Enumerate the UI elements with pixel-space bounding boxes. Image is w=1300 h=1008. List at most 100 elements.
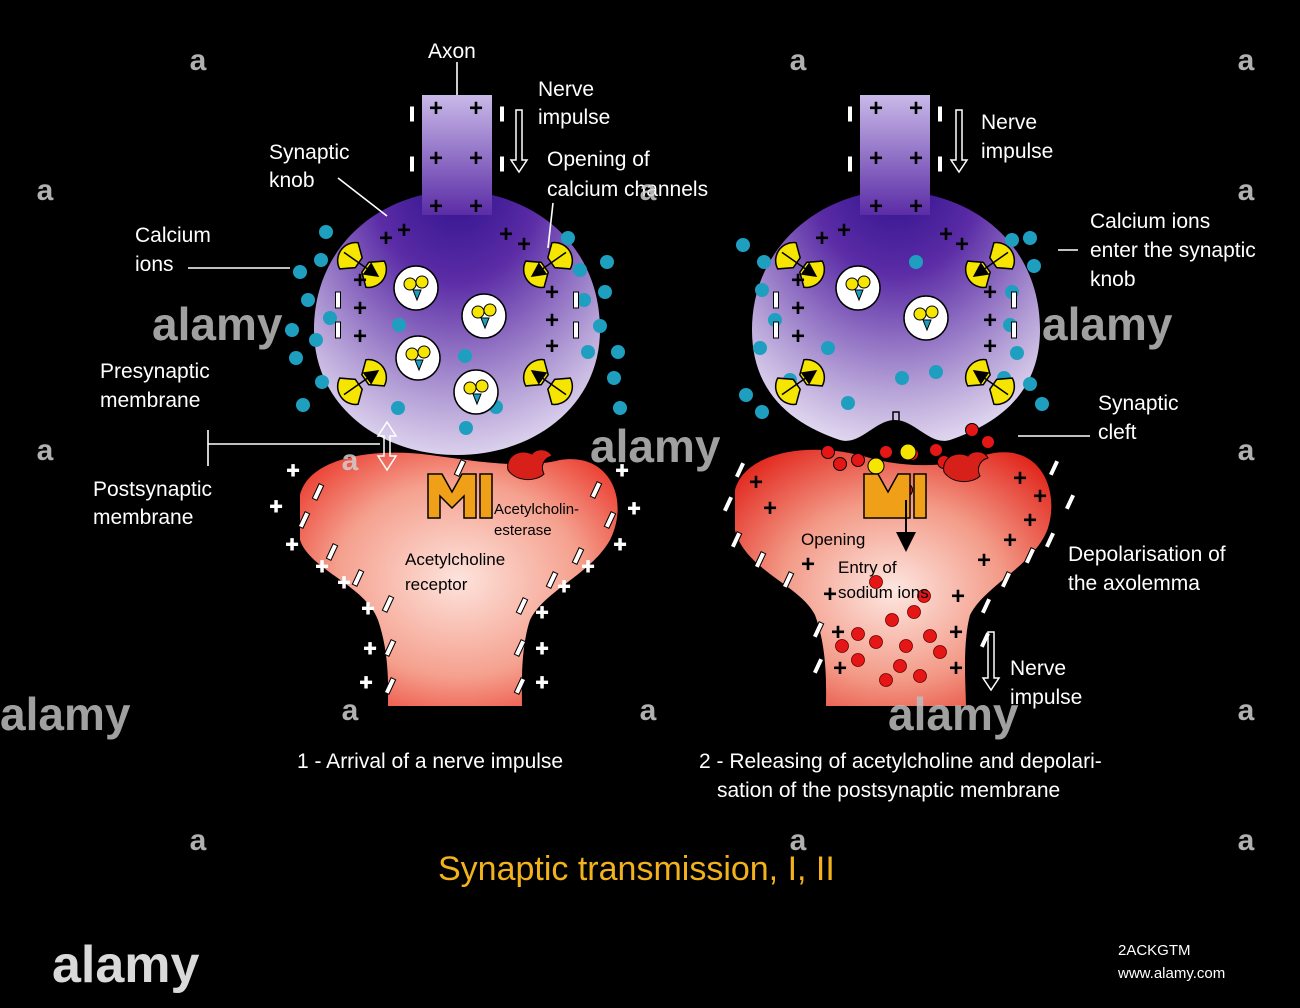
positive-charge: +	[955, 231, 969, 258]
negative-charge	[499, 105, 505, 123]
positive-charge: +	[545, 333, 559, 360]
watermark-a-mark: a	[1238, 44, 1255, 77]
positive-charge: +	[353, 295, 367, 322]
label-synaptic-cleft-b: cleft	[1098, 421, 1137, 444]
outer-positive-charge: +	[614, 532, 627, 557]
inner-positive-charge: +	[1003, 527, 1017, 554]
acetylcholine-molecule	[415, 275, 429, 289]
calcium-ion	[929, 365, 943, 379]
watermark-logo-main: alamy	[52, 936, 200, 994]
inner-positive-charge: +	[977, 547, 991, 574]
outer-negative-charge	[1023, 547, 1037, 565]
calcium-ion	[314, 253, 328, 267]
inner-negative-charge	[515, 597, 529, 615]
label-calcium-enter-c: knob	[1090, 268, 1136, 291]
outer-positive-charge: +	[362, 596, 375, 621]
negative-charge	[335, 321, 341, 339]
outer-negative-charge	[978, 631, 992, 649]
calcium-ion	[561, 231, 575, 245]
acetylcholine-released	[929, 443, 943, 457]
labels: Axon Nerve impulse Synaptic knob Opening…	[93, 40, 1256, 888]
calcium-ion	[755, 405, 769, 419]
calcium-ion	[296, 398, 310, 412]
positive-charge: +	[429, 193, 443, 220]
calcium-ion	[392, 318, 406, 332]
inner-negative-charge	[351, 569, 365, 587]
acetylcholine-molecule	[845, 277, 859, 291]
label-opening-calcium-b: calcium channels	[547, 178, 708, 201]
label-nerve-impulse-2a: Nerve	[981, 111, 1037, 134]
receptor-bar-2	[913, 473, 927, 519]
calcium-entry-arrow	[781, 369, 818, 396]
calcium-ion	[309, 333, 323, 347]
watermark-a-mark: a	[640, 694, 657, 727]
calcium-in-vesicle	[412, 289, 422, 302]
label-depolarisation-a: Depolarisation of	[1068, 543, 1226, 566]
outer-negative-charge	[1063, 493, 1077, 511]
calcium-channel	[774, 241, 826, 289]
positive-charge: +	[469, 145, 483, 172]
calcium-entry-arrow	[343, 369, 380, 396]
receptor-group-2	[863, 451, 989, 519]
calcium-ion	[1023, 377, 1037, 391]
calcium-in-vesicle	[922, 319, 932, 332]
inner-negative-charge	[513, 639, 527, 657]
positive-charge: +	[379, 225, 393, 252]
acetylcholine-molecule	[925, 305, 939, 319]
acetylcholinesterase-2	[943, 451, 989, 482]
inner-positive-charge: +	[833, 655, 847, 682]
calcium-ion	[841, 396, 855, 410]
outer-positive-charge: +	[582, 554, 595, 579]
inner-negative-charge	[589, 481, 603, 499]
watermark-a-mark: a	[342, 444, 359, 477]
acetylcholine-released	[879, 445, 893, 459]
positive-charge: +	[909, 193, 923, 220]
positive-charge: +	[545, 279, 559, 306]
label-postsynaptic-b: membrane	[93, 506, 193, 529]
positive-charge: +	[939, 221, 953, 248]
label-calcium-ions-b: ions	[135, 253, 174, 276]
outer-positive-charge: +	[536, 600, 549, 625]
watermark-logo-5: alamy	[888, 688, 1019, 740]
calcium-channel	[774, 358, 826, 406]
calcium-channel	[522, 241, 574, 289]
outer-positive-charge: +	[364, 636, 377, 661]
synaptic-knob-2	[752, 95, 1040, 441]
calcium-ion	[757, 255, 771, 269]
calcium-ion	[293, 265, 307, 279]
positive-charge: +	[517, 231, 531, 258]
label-synaptic-knob-a: Synaptic	[269, 141, 350, 164]
inner-negative-charge	[297, 511, 311, 529]
postsynaptic-neuron-2	[735, 449, 1052, 706]
calcium-ion	[598, 285, 612, 299]
diagram-marks: ++++++++++++++++++++++++++++++++++++++++…	[269, 95, 1077, 696]
calcium-entry-arrow	[781, 251, 818, 278]
sodium-ion	[923, 629, 937, 643]
label-receptor-b: receptor	[405, 575, 468, 594]
inner-negative-charge	[453, 459, 467, 477]
calcium-ion	[600, 255, 614, 269]
calcium-channel	[522, 358, 574, 406]
panel-2	[735, 95, 1052, 706]
watermark-a-mark: a	[790, 824, 807, 857]
label-synaptic-knob-b: knob	[269, 169, 315, 192]
label-calcium-ions-a: Calcium	[135, 224, 211, 247]
positive-charge: +	[983, 279, 997, 306]
positive-charge: +	[429, 95, 443, 122]
outer-positive-charge: +	[286, 532, 299, 557]
positive-charge: +	[909, 145, 923, 172]
calcium-ion	[315, 375, 329, 389]
calcium-ion	[613, 401, 627, 415]
acetylcholine-molecule	[483, 303, 497, 317]
label-opening: Opening	[801, 530, 865, 549]
positive-charge: +	[397, 217, 411, 244]
synaptic-vesicle	[453, 369, 499, 415]
positive-charge: +	[983, 307, 997, 334]
label-opening-calcium-a: Opening of	[547, 148, 650, 171]
label-axon: Axon	[428, 40, 476, 63]
outer-negative-charge	[811, 657, 825, 675]
acetylcholine-released	[821, 445, 835, 459]
calcium-ion	[607, 371, 621, 385]
